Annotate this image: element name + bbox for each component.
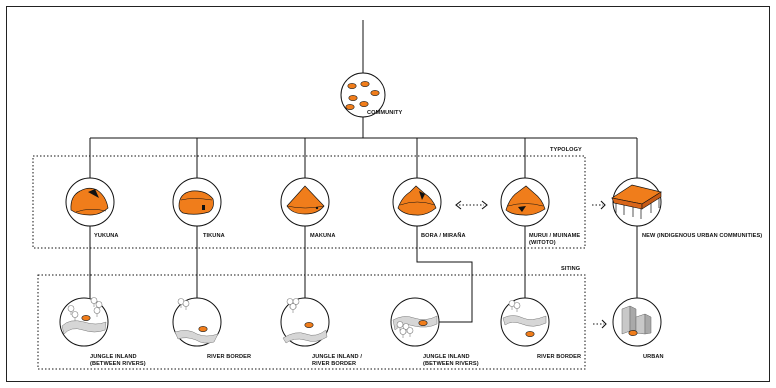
siting-box xyxy=(37,274,586,370)
typology-node-new xyxy=(611,177,662,227)
connector-lines xyxy=(89,20,638,323)
river-border-site-icon xyxy=(174,298,219,344)
community-node xyxy=(340,72,386,118)
makuna-house-icon xyxy=(286,185,325,215)
siting-label-1-line1: JUNGLE INLAND xyxy=(90,354,137,360)
urban-buildings-icon xyxy=(621,305,652,336)
siting-title: SITING xyxy=(561,266,581,272)
community-label: COMMUNITY xyxy=(367,110,403,116)
siting-label-5: RIVER BORDER xyxy=(537,354,582,360)
bora-house-icon xyxy=(397,185,437,216)
typology-node-makuna xyxy=(280,177,330,227)
siting-label-4-line2: (BETWEEN RIVERS) xyxy=(423,361,479,367)
siting-label-urban: URBAN xyxy=(643,354,664,360)
siting-node-urban xyxy=(612,297,662,347)
typology-to-new-arrow-icon xyxy=(592,200,606,210)
exchange-arrow-icon xyxy=(455,200,488,210)
siting-to-urban-arrow-icon xyxy=(593,319,607,329)
yukuna-house-icon xyxy=(70,187,109,216)
siting-label-3: JUNGLE INLAND / RIVER BORDER xyxy=(312,354,362,368)
typology-label-murui-line2: (WITOTO) xyxy=(529,240,556,246)
jungle-inland-site-icon xyxy=(392,315,438,339)
siting-label-3-line1: JUNGLE INLAND / xyxy=(312,354,362,360)
typology-label-new: NEW (INDIGENOUS URBAN COMMUNITIES) xyxy=(642,233,763,239)
typology-label-makuna: MAKUNA xyxy=(310,233,336,239)
jungle-inland-site-icon xyxy=(61,297,107,335)
siting-label-4-line1: JUNGLE INLAND xyxy=(423,354,470,360)
typology-node-bora xyxy=(392,177,442,227)
siting-label-1-line2: (BETWEEN RIVERS) xyxy=(90,361,146,367)
siting-node-5 xyxy=(500,297,550,347)
typology-title: TYPOLOGY xyxy=(550,147,582,153)
typology-node-murui xyxy=(500,177,550,227)
siting-node-2 xyxy=(172,297,222,347)
typology-label-yukuna: YUKUNA xyxy=(94,233,119,239)
siting-label-3-line2: RIVER BORDER xyxy=(312,361,357,367)
typology-label-tikuna: TIKUNA xyxy=(203,233,225,239)
typology-label-bora: BORA / MIRAÑA xyxy=(421,233,466,239)
siting-node-4 xyxy=(390,297,440,347)
siting-label-1: JUNGLE INLAND (BETWEEN RIVERS) xyxy=(90,354,146,368)
typology-node-tikuna xyxy=(172,177,222,227)
jungle-river-site-icon xyxy=(282,298,328,344)
typology-node-yukuna xyxy=(65,177,115,227)
siting-label-4: JUNGLE INLAND (BETWEEN RIVERS) xyxy=(423,354,479,368)
murui-house-icon xyxy=(505,185,546,216)
urban-stilt-house-icon xyxy=(611,184,662,219)
typology-label-murui-line1: MURUI / MUINAME xyxy=(529,233,581,239)
river-border-site-icon xyxy=(502,300,547,337)
tikuna-house-icon xyxy=(178,190,214,215)
siting-node-3 xyxy=(280,297,330,347)
typology-label-murui: MURUI / MUINAME (WITOTO) xyxy=(529,233,580,247)
siting-node-1 xyxy=(59,297,109,347)
outer-frame xyxy=(6,6,770,382)
siting-label-2: RIVER BORDER xyxy=(207,354,252,360)
